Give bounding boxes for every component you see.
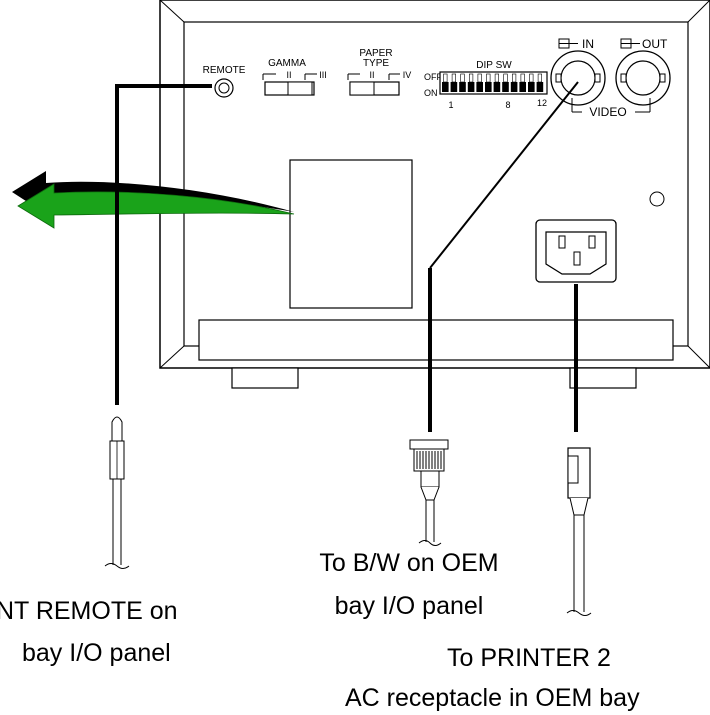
dip-switch-slot-10	[520, 73, 525, 83]
dip-switch-slot-12	[537, 73, 542, 83]
dip-switch-slot-2	[451, 73, 457, 83]
dip-sw-number-8: 8	[505, 100, 510, 110]
dip-switch-slot-6	[486, 73, 491, 83]
label-plate	[289, 159, 413, 309]
dip-switch-slot-5	[477, 73, 482, 83]
dip-switch-3	[459, 82, 466, 92]
dip-switch-12	[536, 82, 544, 92]
dip-switch-4	[467, 82, 475, 92]
dip-sw-number-12: 12	[537, 98, 547, 108]
dip-switch-1	[442, 82, 449, 92]
dip-sw-off-label: OFF	[424, 72, 442, 82]
paper-type-label-line1: PAPER	[359, 48, 392, 59]
dip-switch-2	[450, 82, 458, 92]
callout-bw-line2: bay I/O panel	[335, 592, 484, 620]
dip-switch-6	[485, 82, 492, 92]
dip-switch-slot-3	[460, 73, 465, 83]
dip-switch-8	[502, 82, 509, 92]
dip-switch-slot-1	[443, 73, 448, 83]
callout-remote-line1: NT REMOTE on	[0, 597, 178, 625]
bw-video-cable	[409, 81, 579, 546]
gamma-option-iii: III	[319, 70, 327, 80]
callout-bw: To B/W on OEM bay I/O panel	[319, 549, 498, 620]
gamma-option-ii: II	[286, 70, 291, 80]
paper-type-switch: PAPER TYPE II IV	[347, 48, 412, 96]
dip-switch-7	[493, 82, 501, 92]
dip-switch-slot-11	[529, 73, 534, 83]
callout-remote: NT REMOTE on bay I/O panel	[0, 597, 178, 667]
screw-hole	[649, 191, 665, 207]
remote-label: REMOTE	[203, 65, 246, 76]
printer-rear-panel	[159, 0, 710, 389]
dip-switch-9	[510, 82, 518, 92]
dip-switch-11	[528, 82, 535, 92]
paper-type-option-ii: II	[369, 70, 374, 80]
video-out-label: OUT	[642, 37, 668, 51]
callout-bw-line1: To B/W on OEM	[319, 549, 498, 577]
paper-type-option-iv: IV	[403, 70, 412, 80]
power-cable	[566, 284, 592, 616]
paper-type-label-line2: TYPE	[363, 58, 389, 69]
video-in-label: IN	[582, 37, 594, 51]
gamma-switch: GAMMA II III	[262, 58, 327, 96]
callout-printer: To PRINTER 2 AC receptacle in OEM bay	[345, 644, 640, 712]
dip-switch-5	[476, 82, 483, 92]
gamma-label: GAMMA	[268, 58, 306, 69]
remote-cable	[104, 84, 212, 569]
callout-printer-line1: To PRINTER 2	[447, 644, 611, 672]
ac-receptacle	[535, 219, 617, 283]
dip-switch-10	[519, 82, 526, 92]
dip-sw-label: DIP SW	[476, 60, 512, 71]
video-label: VIDEO	[589, 105, 626, 119]
dip-switch-slot-4	[468, 73, 474, 83]
outward-arrow	[12, 171, 295, 229]
remote-connector: REMOTE	[203, 65, 246, 98]
dip-switch: DIP SW OFF ON 1 8 12	[424, 60, 548, 110]
dip-switch-slot-9	[511, 73, 517, 83]
callout-remote-line2: bay I/O panel	[22, 639, 171, 667]
dip-sw-on-label: ON	[424, 88, 438, 98]
dip-switch-slot-7	[494, 73, 500, 83]
callout-printer-line2: AC receptacle in OEM bay	[345, 684, 640, 712]
dip-sw-number-1: 1	[448, 100, 453, 110]
video-connectors: IN OUT VIDEO	[550, 37, 671, 119]
dip-switch-slot-8	[503, 73, 508, 83]
